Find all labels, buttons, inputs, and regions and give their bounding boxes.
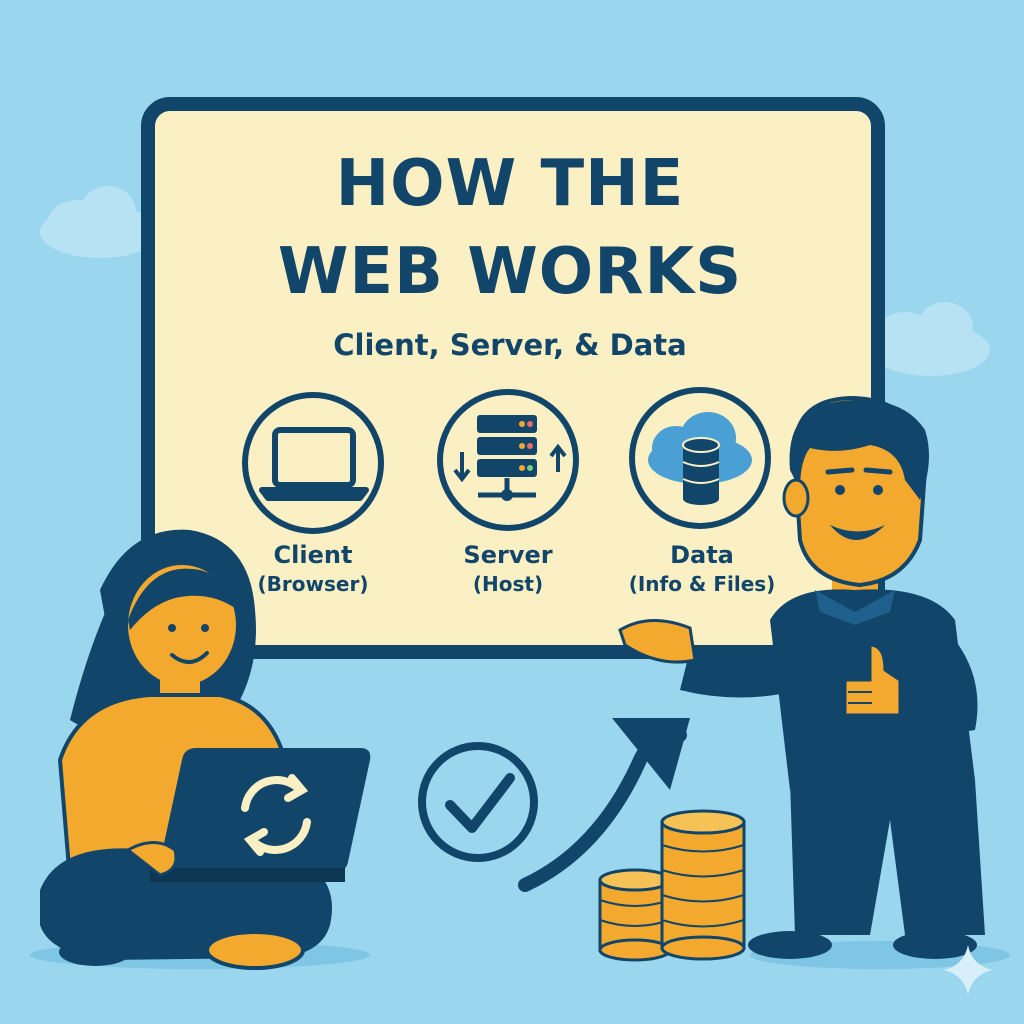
woman-figure [30,529,370,970]
thumbs-up-icon [843,643,902,717]
board-title-line-2: WEB WORKS [277,235,743,309]
server-caption: (Host) [472,572,544,596]
check-icon [418,742,538,862]
data-label: Data (Info & Files) [602,540,802,598]
data-title: Data [670,541,734,569]
laptop [125,748,371,882]
coin-stack-icon [598,809,746,962]
board-title-line-1: HOW THE [335,147,685,221]
client-card-icon [242,392,384,534]
data-card-icon [629,387,771,529]
server-title: Server [463,541,553,569]
man-figure [618,395,1010,969]
server-label: Server (Host) [408,540,608,598]
cloud-right [870,302,990,376]
client-title: Client [273,541,353,569]
server-rack-icon [453,415,567,501]
server-card-icon [437,389,579,531]
cloud-left [40,186,160,258]
client-label: Client (Browser) [213,540,413,598]
data-caption: (Info & Files) [628,572,776,596]
board-subtitle: Client, Server, & Data [333,328,687,362]
cloud-database-icon [648,412,752,505]
sparkle-icon [944,945,992,995]
trend-arrow-icon [518,718,690,892]
laptop-icon [259,427,369,501]
client-caption: (Browser) [257,572,369,596]
board-title: HOW THE WEB WORKS [160,140,860,316]
board [141,97,885,659]
sync-icon [241,774,311,856]
